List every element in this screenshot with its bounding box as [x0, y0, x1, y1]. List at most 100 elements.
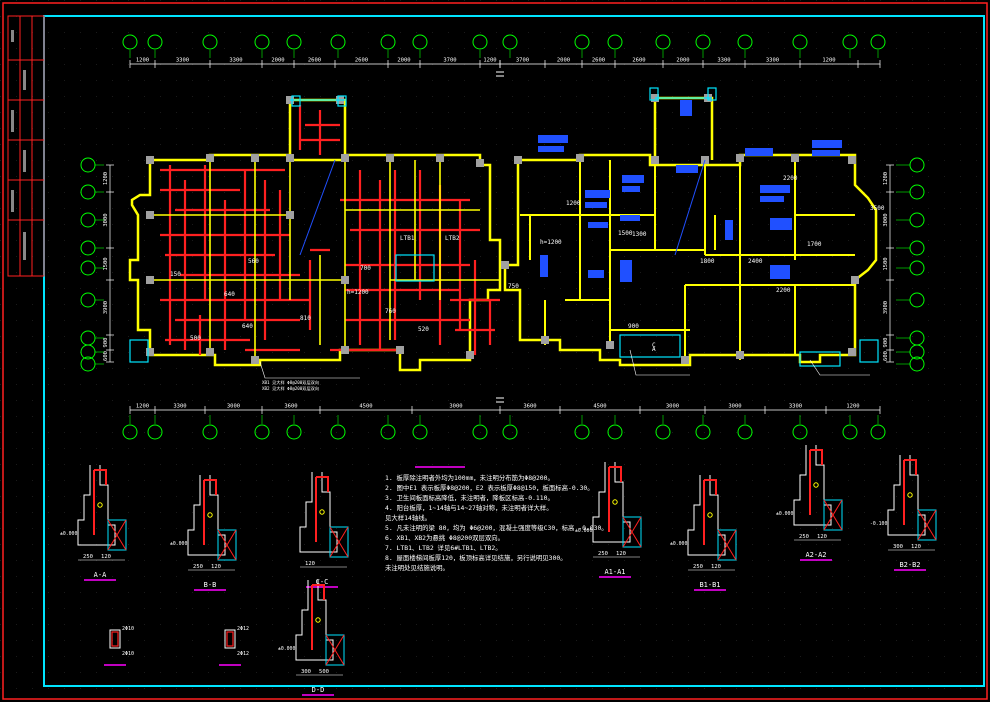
- grid-bubble-bottom-16: [842, 424, 858, 440]
- column-16: [396, 346, 404, 354]
- column-13: [206, 348, 214, 356]
- bottom-dim-8: 3000: [666, 404, 679, 410]
- plan-label-15: 520: [418, 326, 429, 333]
- section-dim-1: 500: [319, 669, 329, 675]
- plan-label-9: 2200: [776, 287, 791, 294]
- right-dim-3: 3900: [883, 301, 889, 314]
- top-right-dim-5: 3300: [717, 58, 730, 64]
- grid-bubble-top-6: [380, 34, 396, 50]
- note-line-5: 5. 凡未注明的梁 80，均为 Φ6@200，混凝土强度等级C30，标高 -0.…: [385, 523, 608, 532]
- top-left-dim-8: 1200: [483, 58, 496, 64]
- note-line-8: 8. 屋面楼梯间板厚120，板顶标高详见结施，另行说明见300。: [385, 553, 567, 562]
- grid-bubble-top-14: [737, 34, 753, 50]
- column-6: [436, 154, 444, 162]
- top-left-dim-2: 3300: [229, 58, 242, 64]
- plan-label-16: 760: [385, 308, 396, 315]
- section-elev: ±0.000: [670, 541, 687, 547]
- top-left-dim-5: 2600: [355, 58, 368, 64]
- note-line-4: 见大样14轴线。: [385, 513, 431, 522]
- top-left-dim-3: 2000: [271, 58, 284, 64]
- section-dim-0: 250: [598, 551, 608, 557]
- column-4: [341, 154, 349, 162]
- note-line-0: 1. 板厚除注明者外均为100mm，未注明分布筋为Φ8@200。: [385, 473, 554, 482]
- column-22: [736, 154, 744, 162]
- plan-label-13: 900: [628, 323, 639, 330]
- left-wing-walls-yellow-interior: [150, 160, 500, 365]
- section-title: C-C: [316, 578, 329, 586]
- right-wing-interior: [520, 160, 855, 365]
- top-right-dim-3: 2600: [632, 58, 645, 64]
- section-title: A-A: [94, 571, 107, 579]
- section-dim-0: 300: [301, 669, 311, 675]
- grid-bubble-bottom-13: [695, 424, 711, 440]
- section-dim-0: 250: [83, 554, 93, 560]
- plan-label-2: h=1200: [347, 289, 369, 296]
- plan-label-6: 1500: [618, 230, 633, 237]
- right-dim-2: 1500: [883, 257, 889, 270]
- section-elev: -0.100: [870, 521, 887, 527]
- grid-bubble-bottom-15: [792, 424, 808, 440]
- top-left-dim-6: 2000: [397, 58, 410, 64]
- bottom-dim-9: 3000: [728, 404, 741, 410]
- note-line-1: 2. 图中E1 表示板厚Φ8@200，E2 表示板厚Φ8@150，板面标高-0.…: [385, 483, 594, 492]
- column-7: [476, 159, 484, 167]
- leader-notes: [259, 349, 870, 379]
- grid-bubble-top-17: [870, 34, 886, 50]
- bottom-dim-4: 4500: [359, 404, 372, 410]
- note-line-6: 6. XB1、XB2为悬挑 Φ8@200双层双向。: [385, 533, 504, 542]
- column-23: [791, 154, 799, 162]
- grid-bubble-bottom-2: [202, 424, 218, 440]
- grid-bubble-bottom-6: [380, 424, 396, 440]
- plan-label-4: 1200: [566, 200, 581, 207]
- plan-label-18: 640: [224, 291, 235, 298]
- section-title: B2-B2: [899, 561, 920, 569]
- left-dim-5: 600: [103, 351, 109, 361]
- right-dim-1: 3000: [883, 213, 889, 226]
- column-17: [466, 351, 474, 359]
- section-title: B1-B1: [699, 581, 720, 589]
- leader-text-1: XB1 见大样 Φ8@200双层双向: [262, 379, 319, 386]
- column-28: [681, 356, 689, 364]
- plan-label-24: A: [652, 346, 656, 353]
- column-10: [146, 276, 154, 284]
- bottom-dim-1: 3300: [173, 404, 186, 410]
- plan-label-0: LTB1: [400, 235, 415, 242]
- section-dim-1: 120: [817, 534, 827, 540]
- plan-label-3: h=1200: [540, 239, 562, 246]
- note-line-3: 4. 阳台板厚，1~14轴与14~27轴对称，未注明者详大样。: [385, 503, 553, 512]
- bottom-dim-10: 3300: [789, 404, 802, 410]
- plan-label-22: 810: [300, 315, 311, 322]
- column-26: [848, 348, 856, 356]
- break-symbols: [496, 71, 504, 403]
- top-left-dim-7: 3700: [443, 58, 456, 64]
- bottom-dim-11: 1200: [846, 404, 859, 410]
- grid-bubble-top-3: [254, 34, 270, 50]
- right-dim-0: 1200: [883, 172, 889, 185]
- section-elev: ±0.000: [170, 541, 187, 547]
- grid-bubble-top-2: [202, 34, 218, 50]
- plan-label-10: 1700: [807, 241, 822, 248]
- grid-bubble-top-10: [574, 34, 590, 50]
- top-right-dim-1: 2000: [557, 58, 570, 64]
- column-29: [606, 341, 614, 349]
- grid-bubble-bottom-17: [870, 424, 886, 440]
- grid-bubble-bottom-14: [737, 424, 753, 440]
- top-right-dim-6: 3300: [766, 58, 779, 64]
- left-dim-4: 900: [103, 338, 109, 348]
- left-dim-2: 1500: [103, 257, 109, 270]
- left-dim-1: 3000: [103, 213, 109, 226]
- plan-label-7: 1800: [700, 258, 715, 265]
- top-right-dim-7: 1200: [822, 58, 835, 64]
